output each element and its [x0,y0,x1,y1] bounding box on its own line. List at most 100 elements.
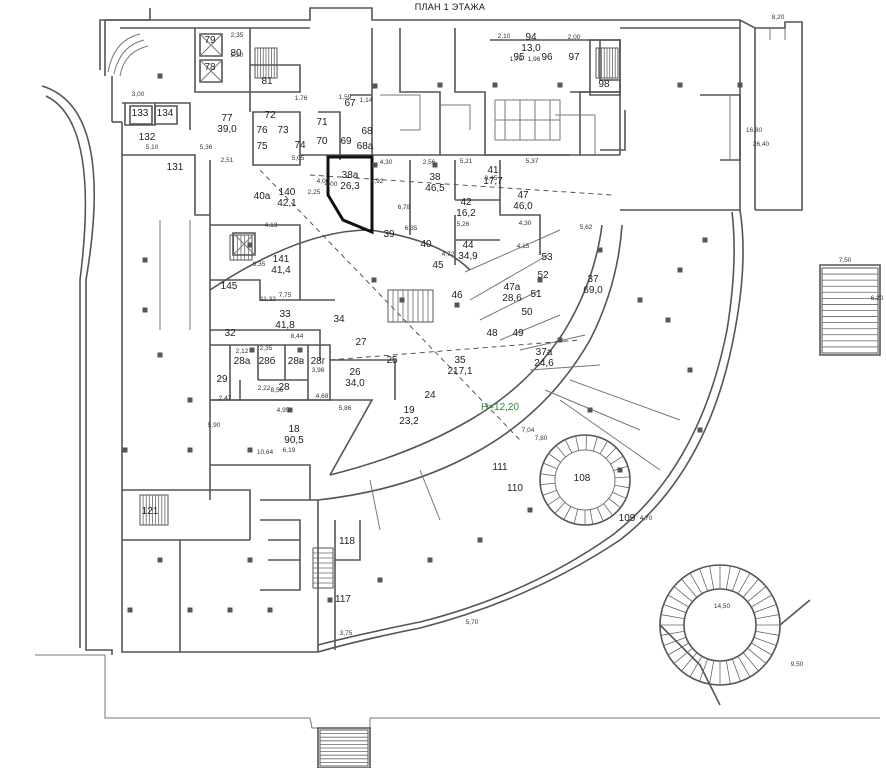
room-label-8: 72 [264,110,276,121]
room-label-47: 108 [574,473,591,484]
column-44 [677,267,683,273]
room-label-37: 25 [386,355,398,366]
dimension-label-7: 2,25 [308,189,321,196]
room-labels: 38а26,33846,54117,74216,24746,04434,947а… [217,32,603,446]
dimension-label-44: 4,95 [277,407,290,414]
dimension-label-35: 7,75 [279,292,292,299]
room-label-32: 53 [541,252,553,263]
column-21 [597,247,603,253]
column-34 [267,607,273,613]
dimension-label-9: 4,13 [265,222,278,229]
dimension-label-24: 7,50 [839,257,852,264]
room-number-38a: 38а [342,170,359,181]
dimension-label-19: 4,30 [519,220,532,227]
room-label-1: 78 [204,62,216,73]
room-label-48: 109 [619,513,636,524]
room-number-47a: 47а [504,282,521,293]
dimension-label-54: 9,50 [791,661,804,668]
room-label-44: 28 [278,382,290,393]
dimension-label-36: 11,32 [260,296,276,303]
room-label-25: 45 [432,260,444,271]
room-label-26: 46 [451,290,463,301]
column-19 [454,302,460,308]
room-label-11: 73 [277,125,289,136]
dimension-label-46: 8,56 [271,387,284,394]
column-2 [437,82,443,88]
column-43 [702,237,708,243]
room-label-35: 34 [333,314,345,325]
dimension-label-15: 5,26 [457,221,470,228]
column-15 [122,447,128,453]
column-10 [142,257,148,263]
room-label-2: 80 [230,48,242,59]
column-37 [127,607,133,613]
inner-spiral-stair [540,435,630,525]
dimension-label-31: 1,59 [339,94,352,101]
room-label-14: 70 [316,136,328,147]
room-number-41: 41 [487,165,499,176]
room-number-26: 26 [349,367,361,378]
room-area-42: 16,2 [456,208,476,219]
column-28 [617,467,623,473]
dimension-label-29: 1,96 [528,56,541,63]
room-number-47: 47 [517,190,529,201]
room-area-37a: 24,6 [534,358,554,369]
room-label-24: 39 [383,229,395,240]
column-11 [142,307,148,313]
dimension-label-4: 5,10 [146,144,159,151]
column-40 [247,447,253,453]
column-9 [247,242,253,248]
column-30 [477,537,483,543]
dimension-label-11: 2,56 [423,159,436,166]
room-area-140: 42,1 [277,198,297,209]
dimension-label-17: 6,35 [405,225,418,232]
column-14 [187,447,193,453]
column-27 [697,427,703,433]
exterior-stairs [318,265,880,768]
dimension-label-18: 4,72 [442,251,455,258]
room-label-21: 95 [513,52,525,63]
room-label-40: 28б [259,355,276,367]
dimension-label-42: 4,68 [316,393,329,400]
room-label-3: 81 [261,76,273,87]
column-0 [157,73,163,79]
dimension-label-6: 2,51 [221,157,234,164]
dimension-label-45: 2,47 [219,395,232,402]
room-area-18: 90,5 [284,435,304,446]
dimension-label-39: 2,35 [260,345,273,352]
dimension-label-48: 10,64 [257,449,274,456]
room-area-47: 46,0 [513,201,533,212]
column-20 [537,277,543,283]
column-32 [377,577,383,583]
dimension-label-22: 16,80 [746,127,763,134]
room-area-19: 23,2 [399,416,419,427]
room-number-37a: 37а [536,347,553,358]
dimension-label-32: 1,76 [295,95,308,102]
room-label-13: 71 [316,117,328,128]
column-35 [227,607,233,613]
room-area-26: 34,0 [345,378,365,389]
column-26 [687,367,693,373]
room-number-77: 77 [221,113,233,124]
column-12 [157,352,163,358]
room-label-42: 28г [311,356,326,367]
room-label-41: 28в [288,356,304,367]
room-area-141: 41,4 [271,265,291,276]
room-area-33: 41,8 [275,320,295,331]
room-label-38: 24 [424,390,436,401]
dimension-label-53: 14,50 [714,603,731,610]
column-1 [372,83,378,89]
room-area-38: 46,5 [425,183,445,194]
room-number-37: 37 [587,274,599,285]
dimension-label-25: 6,20 [871,295,884,302]
column-5 [677,82,683,88]
column-8 [372,162,378,168]
room-label-10: 75 [256,141,268,152]
dimension-label-51: 7,80 [535,435,548,442]
room-label-36: 27 [355,337,367,348]
room-label-17: 68 [361,126,373,137]
column-33 [327,597,333,603]
room-label-15: 69 [340,136,352,147]
dimension-label-21: 4,15 [517,243,530,250]
